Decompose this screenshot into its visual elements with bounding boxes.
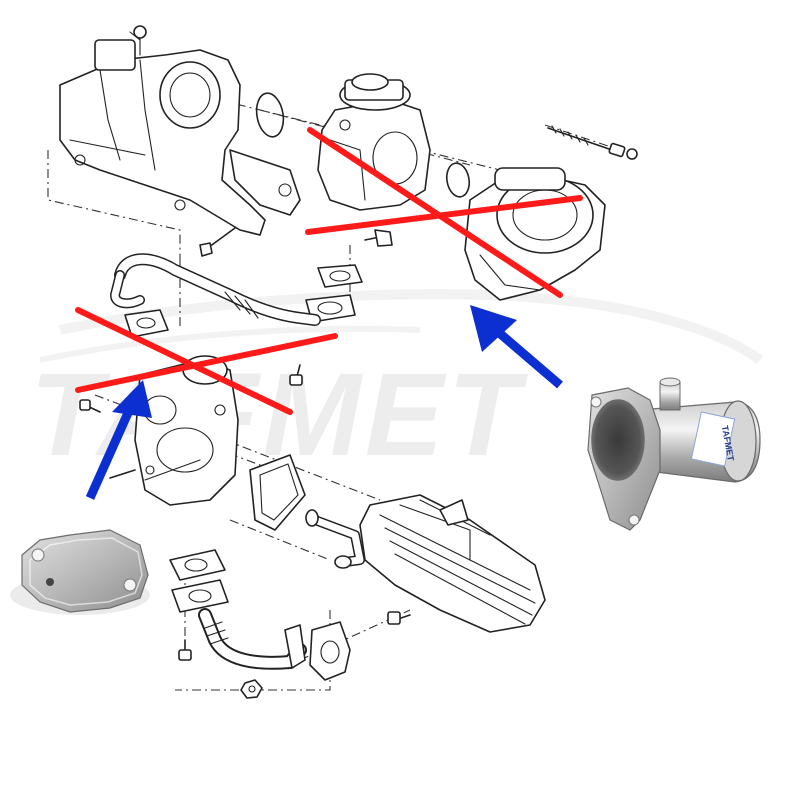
- bolt-icon: [289, 364, 303, 386]
- egr-pipe: [110, 253, 321, 326]
- arrow-shaft: [487, 321, 563, 389]
- cross-line: [305, 195, 583, 235]
- bolt-icon: [364, 229, 393, 247]
- long-bolt-icon: [547, 125, 638, 160]
- remove-cross-top: [305, 127, 583, 298]
- gasket-icon: [249, 454, 306, 531]
- delete-pipe-photo: TAFMET: [587, 377, 761, 531]
- cross-line: [75, 307, 293, 415]
- remove-cross-left: [75, 307, 338, 415]
- cross-line: [307, 127, 563, 298]
- arrow-head: [470, 305, 517, 352]
- bolt-hole: [123, 578, 137, 592]
- cross-line: [75, 333, 338, 393]
- manifold-assembly: [59, 25, 301, 257]
- nut-icon: [240, 679, 263, 699]
- egr-lower-pipe: [198, 608, 307, 670]
- arrow-to-delete-pipe: [470, 305, 563, 389]
- bolt-icon: [178, 639, 192, 661]
- brand-label: [690, 411, 736, 467]
- bolt-icon: [387, 611, 411, 625]
- egr-valve: [317, 73, 431, 211]
- gasket-icon: [305, 264, 363, 323]
- bolt-icon: [79, 399, 101, 413]
- gasket-icon: [169, 549, 351, 681]
- arrow-to-blanking-plate: [85, 380, 152, 500]
- o-ring-icon: [255, 92, 285, 138]
- gasket-icon: [124, 309, 169, 338]
- arrow-head: [112, 380, 152, 418]
- blanking-plate-photo: [10, 529, 150, 615]
- o-ring-icon: [445, 162, 471, 198]
- bolt-hole: [31, 548, 45, 562]
- egr-cooler: [305, 494, 546, 633]
